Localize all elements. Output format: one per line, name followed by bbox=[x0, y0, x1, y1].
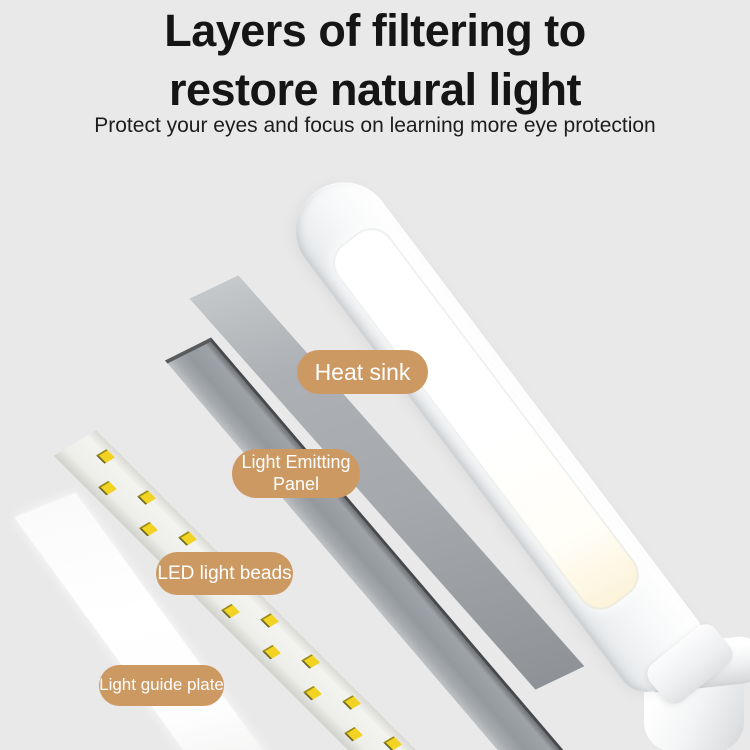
led-bead bbox=[220, 603, 240, 619]
led-bead bbox=[95, 449, 115, 464]
led-bead bbox=[382, 736, 403, 750]
page-subtitle: Protect your eyes and focus on learning … bbox=[94, 114, 656, 137]
led-bead bbox=[300, 654, 321, 669]
label-led-light-beads: LED light beads bbox=[156, 552, 293, 595]
label-light-emitting-panel-line1: Light Emitting bbox=[241, 451, 351, 472]
title-line-1: Layers of filtering to bbox=[164, 5, 586, 56]
label-light-guide-plate-text: Light guide plate bbox=[99, 675, 224, 695]
label-led-light-beads-text: LED light beads bbox=[157, 562, 292, 584]
led-bead bbox=[261, 644, 281, 660]
led-bead bbox=[302, 685, 322, 701]
label-light-emitting-panel: Light Emitting Panel bbox=[232, 449, 360, 498]
led-bead bbox=[177, 531, 197, 546]
led-bead bbox=[97, 480, 117, 496]
title-line-2: restore natural light bbox=[168, 63, 582, 115]
label-heat-sink: Heat sink bbox=[297, 350, 428, 394]
page-title: Layers of filtering to restore natural l… bbox=[0, 2, 750, 119]
label-heat-sink-text: Heat sink bbox=[314, 358, 411, 385]
led-bead bbox=[341, 695, 362, 710]
led-bead bbox=[136, 490, 156, 505]
led-bead bbox=[259, 613, 279, 628]
label-light-guide-plate: Light guide plate bbox=[99, 665, 224, 706]
led-bead bbox=[138, 521, 158, 537]
led-bead bbox=[343, 726, 363, 742]
label-light-emitting-panel-line2: Panel bbox=[272, 473, 320, 494]
